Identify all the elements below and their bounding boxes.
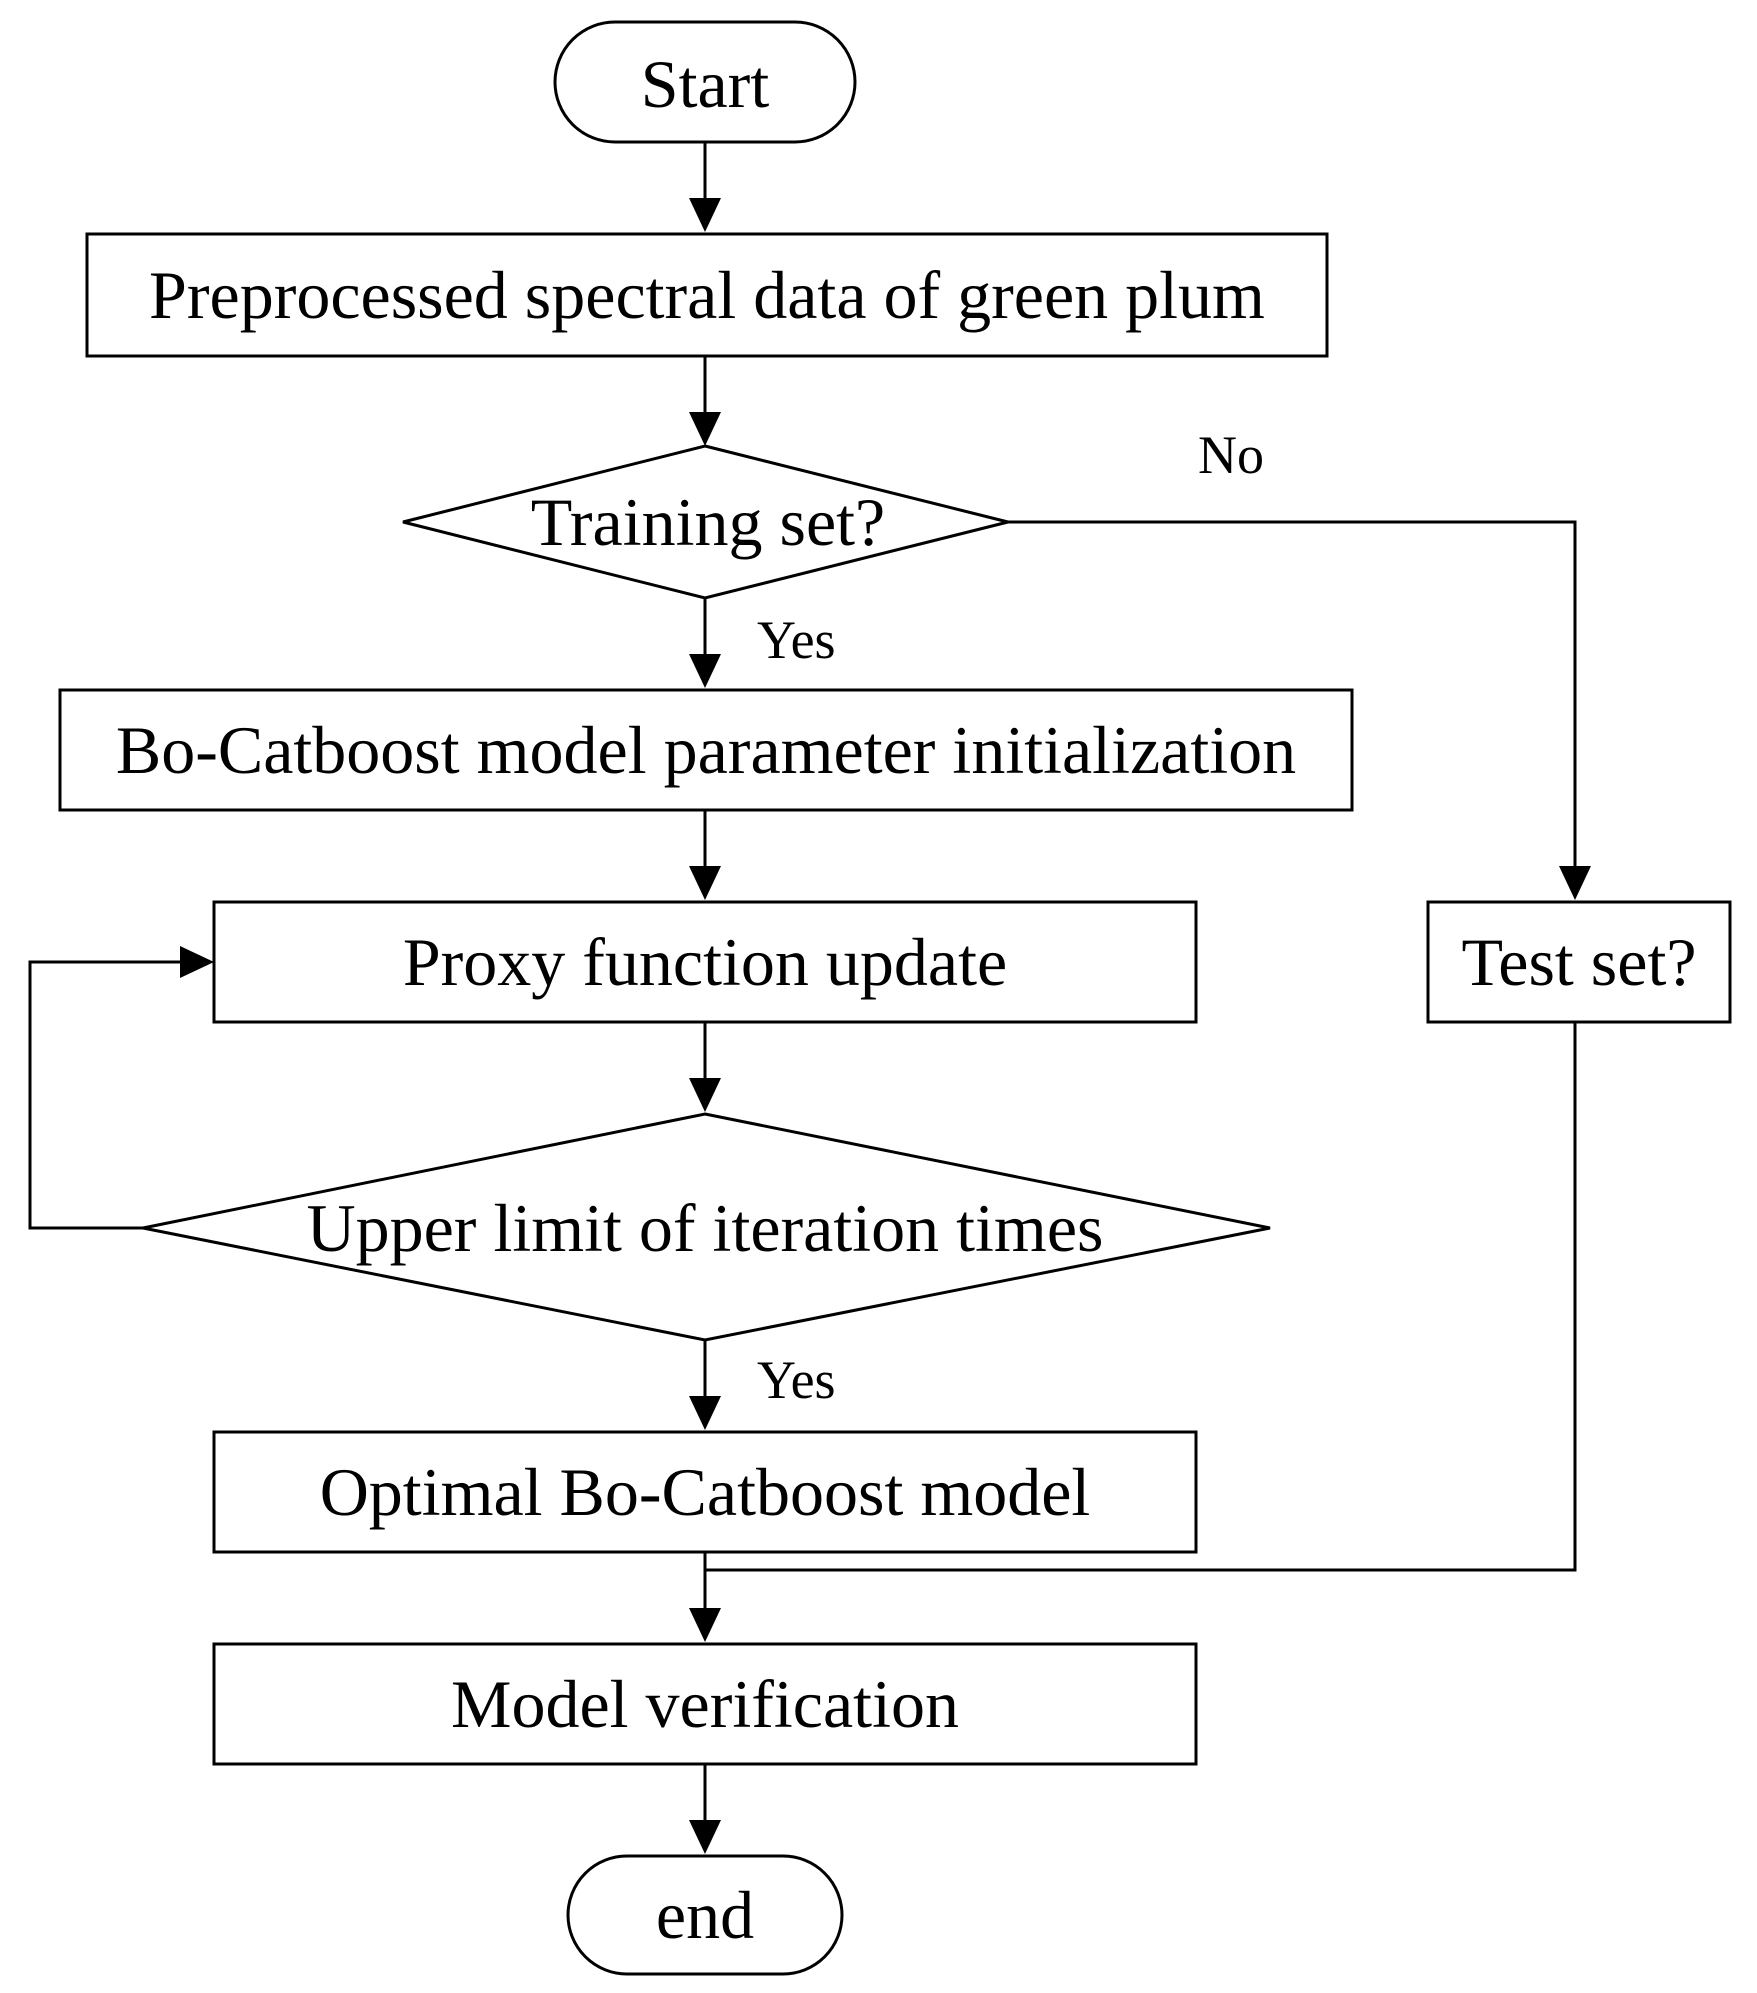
node-training-set (402, 444, 1009, 600)
edge-label-yes-upper: Yes (757, 1350, 836, 1410)
edge-label-yes-training: Yes (757, 610, 836, 670)
node-start-label: Start (641, 46, 770, 122)
edge-test-verification (705, 1022, 1577, 1572)
node-end (566, 1854, 844, 1976)
node-init-label: Bo-Catboost model parameter initializati… (116, 712, 1296, 788)
node-preprocessed (85, 232, 1329, 358)
node-training-set-label: Training set? (531, 484, 885, 560)
arrowhead-training-test (1559, 866, 1591, 900)
arrowhead-init-proxy (689, 866, 721, 900)
node-preprocessed-label: Preprocessed spectral data of green plum (149, 257, 1265, 333)
arrowhead-start-preprocessed (689, 198, 721, 232)
node-proxy (212, 900, 1198, 1024)
edge-upper-proxy-loop (28, 960, 185, 1230)
edge-label-no: No (1198, 425, 1264, 485)
nodes: Start Preprocessed spectral data of gree… (58, 20, 1732, 1976)
arrowhead-verification-end (689, 1820, 721, 1854)
arrowhead-training-init (689, 654, 721, 688)
node-proxy-label: Proxy function update (403, 924, 1007, 1000)
arrowhead-preprocessed-training (689, 412, 721, 446)
node-verification (212, 1642, 1198, 1766)
arrowhead-proxy-upper (689, 1078, 721, 1112)
node-optimal-label: Optimal Bo-Catboost model (320, 1454, 1091, 1530)
edges (28, 142, 1591, 1854)
edge-training-test (1008, 520, 1577, 872)
edge-labels: No Yes Yes (757, 425, 1264, 1410)
node-optimal (212, 1430, 1198, 1554)
node-test-set-label: Test set? (1461, 924, 1696, 1000)
node-upper-limit-label: Upper limit of iteration times (307, 1190, 1104, 1266)
node-upper-limit (142, 1112, 1271, 1342)
node-end-label: end (656, 1877, 754, 1953)
node-verification-label: Model verification (451, 1666, 959, 1742)
node-start (553, 20, 857, 144)
arrowhead-upper-optimal (689, 1396, 721, 1430)
node-test-set (1426, 900, 1732, 1024)
arrowhead-upper-proxy-loop (180, 946, 214, 978)
arrowhead-optimal-verification (689, 1608, 721, 1642)
node-init (58, 688, 1354, 812)
